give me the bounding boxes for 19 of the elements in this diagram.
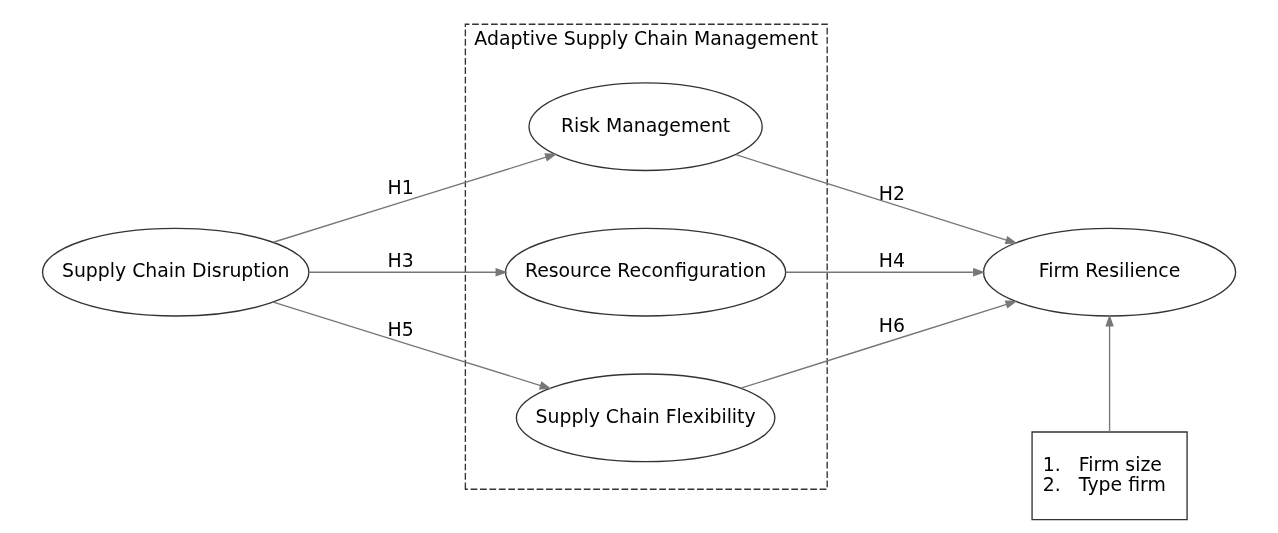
arrow bbox=[308, 267, 508, 277]
arrow bbox=[272, 153, 558, 243]
node-box: 1. Firm size 2. Type firm bbox=[1031, 431, 1188, 521]
arrow bbox=[1105, 314, 1114, 433]
edge-label: H5 bbox=[387, 317, 414, 340]
node-ellipse: Supply Chain Flexibility bbox=[515, 373, 776, 463]
arrow bbox=[740, 300, 1018, 389]
edge-label: H3 bbox=[387, 249, 414, 272]
node-ellipse: Firm Resilience bbox=[982, 227, 1237, 317]
node-ellipse: Risk Management bbox=[528, 82, 763, 172]
node-ellipse: Resource Reconfiguration bbox=[504, 227, 787, 317]
node-ellipse: Supply Chain Disruption bbox=[41, 227, 310, 317]
arrow bbox=[735, 154, 1018, 244]
edge-label: H2 bbox=[878, 181, 905, 204]
arrow bbox=[272, 301, 552, 390]
edge-label: H4 bbox=[878, 249, 905, 272]
edge-label: H6 bbox=[878, 313, 905, 336]
arrow bbox=[785, 267, 986, 277]
edge-label: H1 bbox=[387, 176, 414, 199]
